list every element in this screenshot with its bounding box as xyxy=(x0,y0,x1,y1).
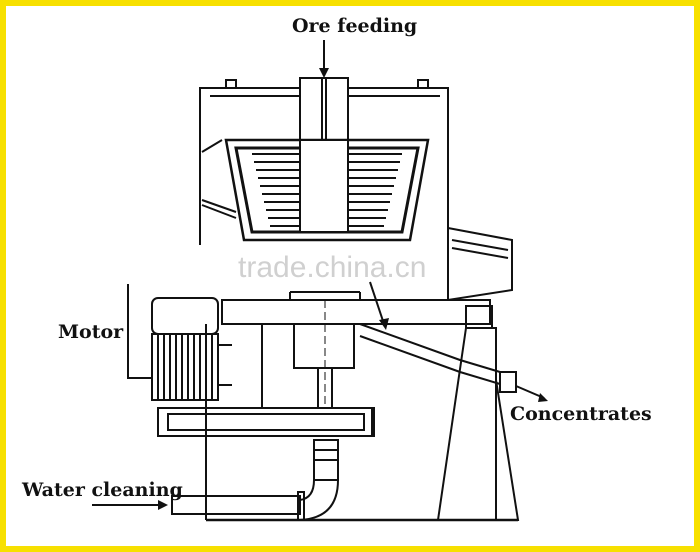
housing xyxy=(199,79,449,245)
motor-body xyxy=(127,284,232,401)
tailings-spout xyxy=(447,226,513,302)
flow-arrows xyxy=(92,40,548,510)
machine-drawing xyxy=(92,40,548,522)
label-ore-feeding: Ore feeding xyxy=(292,15,417,37)
frame-base xyxy=(205,324,520,522)
belt-drive xyxy=(157,407,375,437)
main-shaft xyxy=(293,300,355,410)
collection-table xyxy=(221,291,517,393)
watermark-text: trade.china.cn xyxy=(238,251,426,284)
label-water-cleaning: Water cleaning xyxy=(21,479,183,501)
label-concentrates: Concentrates xyxy=(510,403,652,425)
label-motor: Motor xyxy=(58,321,124,343)
water-pipe xyxy=(171,439,339,521)
concentrator-bowl xyxy=(224,138,430,242)
